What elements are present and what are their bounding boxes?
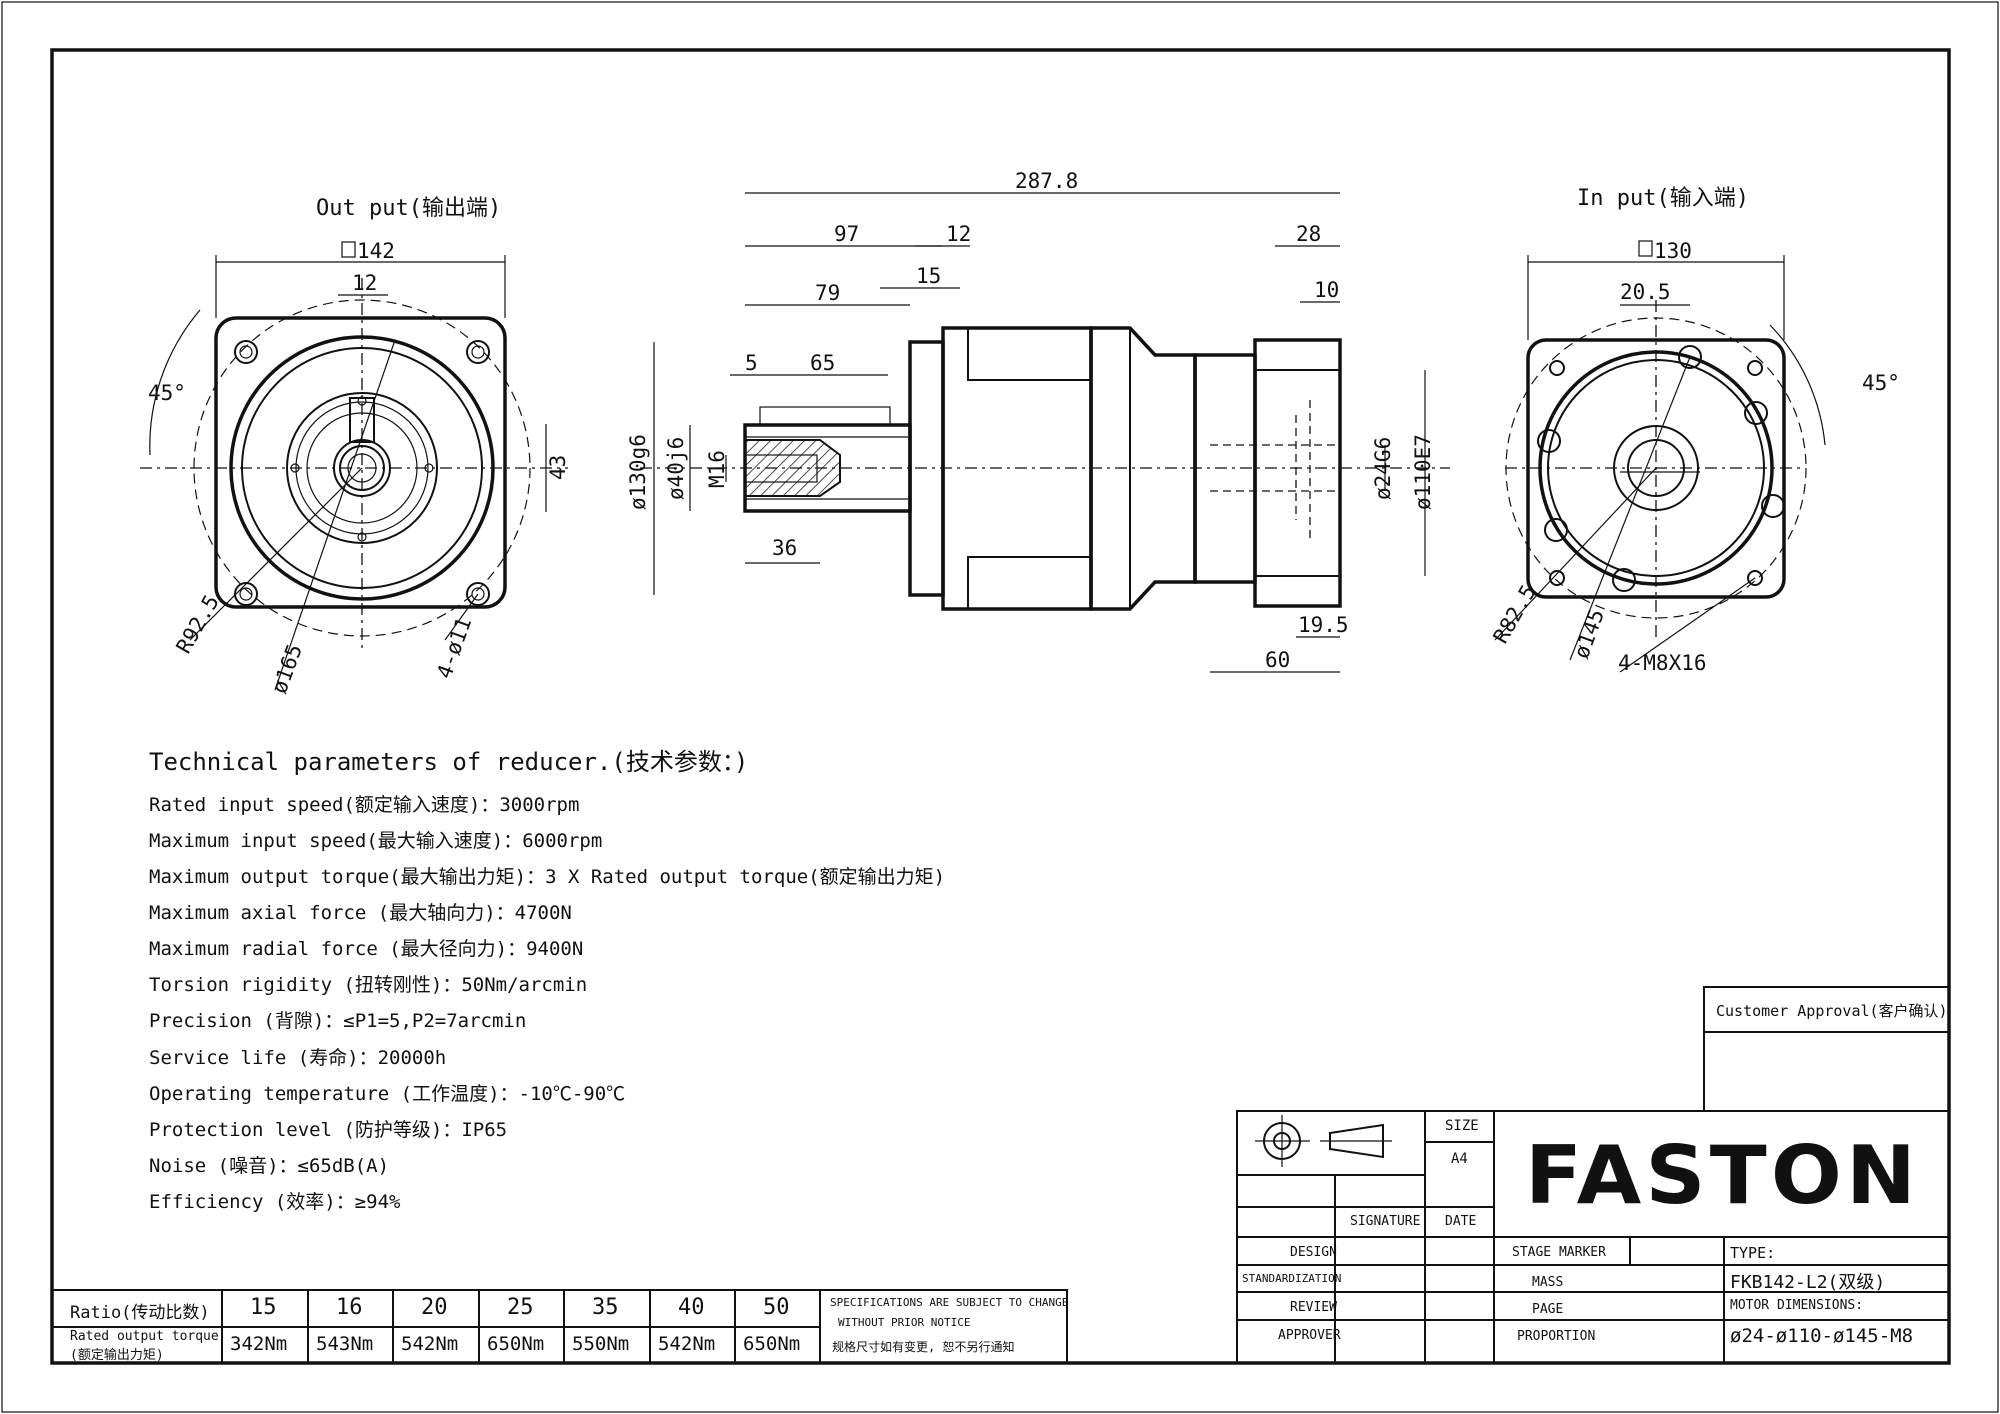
ratio-value: 15 — [250, 1295, 277, 1320]
type-label: TYPE: — [1730, 1244, 1776, 1262]
dim-overall-length: 287.8 — [1015, 169, 1078, 193]
dim-output-angle: 45° — [148, 381, 186, 405]
dim-10: 10 — [1314, 278, 1339, 302]
torque-value: 550Nm — [572, 1333, 630, 1355]
spec-line: Precision (背隙)：≤P1=5,P2=7arcmin — [149, 1010, 527, 1032]
input-view-title: In put(输入端) — [1577, 186, 1749, 211]
dim-output-key-height: 43 — [546, 455, 570, 480]
dim-97: 97 — [834, 222, 859, 246]
spec-line: Maximum axial force (最大轴向力)：4700N — [149, 902, 572, 924]
ratio-value: 40 — [678, 1295, 705, 1320]
torque-value: 342Nm — [230, 1333, 288, 1355]
size-value: A4 — [1451, 1151, 1468, 1167]
dim-12: 12 — [946, 222, 971, 246]
ratio-value: 16 — [336, 1295, 363, 1320]
type-value: FKB142-L2(双级) — [1730, 1272, 1886, 1293]
proportion-label: PROPORTION — [1517, 1329, 1596, 1344]
page-label: PAGE — [1532, 1302, 1564, 1317]
ratio-table-grid — [51, 1289, 1068, 1364]
design-label: DESIGN — [1290, 1245, 1337, 1260]
dim-flange-dia: ø130g6 — [626, 434, 650, 510]
dim-output-radius: R92.5 — [172, 591, 224, 658]
dim-36: 36 — [772, 536, 797, 560]
dim-65: 65 — [810, 351, 835, 375]
notice-line-3: 规格尺寸如有变更, 恕不另行通知 — [832, 1340, 1015, 1354]
dim-19-5: 19.5 — [1298, 613, 1349, 637]
dim-input-square: 130 — [1654, 239, 1692, 263]
torque-value: 542Nm — [658, 1333, 716, 1355]
torque-value: 542Nm — [401, 1333, 459, 1355]
notice-line-1: SPECIFICATIONS ARE SUBJECT TO CHANGE — [830, 1296, 1069, 1309]
ratio-label: Ratio(传动比数) — [70, 1303, 210, 1323]
dim-input-key-offset: 20.5 — [1620, 280, 1671, 304]
ratio-value: 25 — [507, 1295, 534, 1320]
spec-line: Efficiency (效率)：≥94% — [149, 1191, 401, 1213]
spec-line: Rated input speed(额定输入速度)：3000rpm — [149, 794, 580, 816]
motor-label: MOTOR DIMENSIONS: — [1730, 1298, 1864, 1313]
dim-input-pcd: ø145 — [1569, 606, 1609, 662]
review-label: REVIEW — [1290, 1300, 1337, 1315]
ratio-value: 35 — [592, 1295, 619, 1320]
faston-logo: FASTON — [1525, 1129, 1920, 1222]
spec-line: Protection level (防护等级)：IP65 — [149, 1119, 508, 1141]
size-label: SIZE — [1445, 1118, 1479, 1134]
spec-line: Maximum radial force (最大径向力)：9400N — [149, 938, 584, 960]
dim-input-pilot: ø110E7 — [1411, 434, 1435, 510]
dim-shaft-dia: ø40j6 — [664, 437, 688, 500]
approver-label: APPROVER — [1278, 1328, 1341, 1343]
dim-28: 28 — [1296, 222, 1321, 246]
spec-line: Maximum input speed(最大输入速度)：6000rpm — [149, 830, 603, 852]
torque-value: 650Nm — [487, 1333, 545, 1355]
dim-output-square: 142 — [357, 239, 395, 263]
torque-value: 543Nm — [316, 1333, 374, 1355]
mass-label: MASS — [1532, 1275, 1564, 1290]
spec-line: Noise (噪音)：≤65dB(A) — [149, 1155, 390, 1177]
notice-line-2: WITHOUT PRIOR NOTICE — [838, 1316, 971, 1329]
dim-60: 60 — [1265, 648, 1290, 672]
title-block-grid — [1236, 986, 1950, 1364]
projection-symbol — [1255, 1115, 1392, 1167]
spec-line: Service life (寿命)：20000h — [149, 1047, 447, 1069]
dim-output-pcd: ø165 — [267, 641, 307, 697]
signature-header: SIGNATURE — [1350, 1214, 1421, 1229]
dim-input-bore: ø24G6 — [1371, 437, 1395, 500]
dim-input-angle: 45° — [1862, 371, 1900, 395]
torque-value: 650Nm — [743, 1333, 801, 1355]
logo-text: FASTON — [1525, 1129, 1920, 1222]
motor-value: ø24-ø110-ø145-M8 — [1730, 1325, 1914, 1347]
dim-79: 79 — [815, 281, 840, 305]
spec-line: Torsion rigidity (扭转刚性)：50Nm/arcmin — [149, 974, 588, 996]
torque-label-2: (额定输出力矩) — [70, 1348, 164, 1363]
stage-marker-label: STAGE MARKER — [1512, 1245, 1606, 1260]
output-view-title: Out put(输出端) — [316, 196, 501, 221]
spec-line: Maximum output torque(最大输出力矩)：3 X Rated … — [149, 866, 946, 888]
standardization-label: STANDARDIZATION — [1242, 1272, 1342, 1285]
date-header: DATE — [1445, 1214, 1477, 1229]
specs-title: Technical parameters of reducer.(技术参数：) — [149, 748, 749, 776]
dim-input-holes: 4-M8X16 — [1618, 651, 1707, 675]
dim-thread: M16 — [705, 450, 729, 488]
dim-15: 15 — [916, 264, 941, 288]
dim-input-radius: R82.5 — [1489, 581, 1541, 648]
side-view: 287.8 97 12 15 79 5 65 36 28 10 19.5 60 … — [626, 169, 1450, 673]
spec-line: Operating temperature (工作温度)：-10℃-90℃ — [149, 1083, 626, 1105]
dim-output-holes: 4-ø11 — [432, 614, 476, 682]
dim-output-key-width: 12 — [352, 271, 377, 295]
ratio-value: 20 — [421, 1295, 448, 1320]
ratio-value: 50 — [763, 1295, 790, 1320]
output-view: Out put(输出端) 142 — [140, 196, 570, 697]
dim-5: 5 — [745, 351, 758, 375]
customer-approval: Customer Approval(客户确认) — [1716, 1002, 1948, 1020]
torque-label-1: Rated output torque — [70, 1329, 219, 1344]
input-view: In put(输入端) 130 20.5 45° R82.5 ø145 — [1489, 186, 1900, 675]
